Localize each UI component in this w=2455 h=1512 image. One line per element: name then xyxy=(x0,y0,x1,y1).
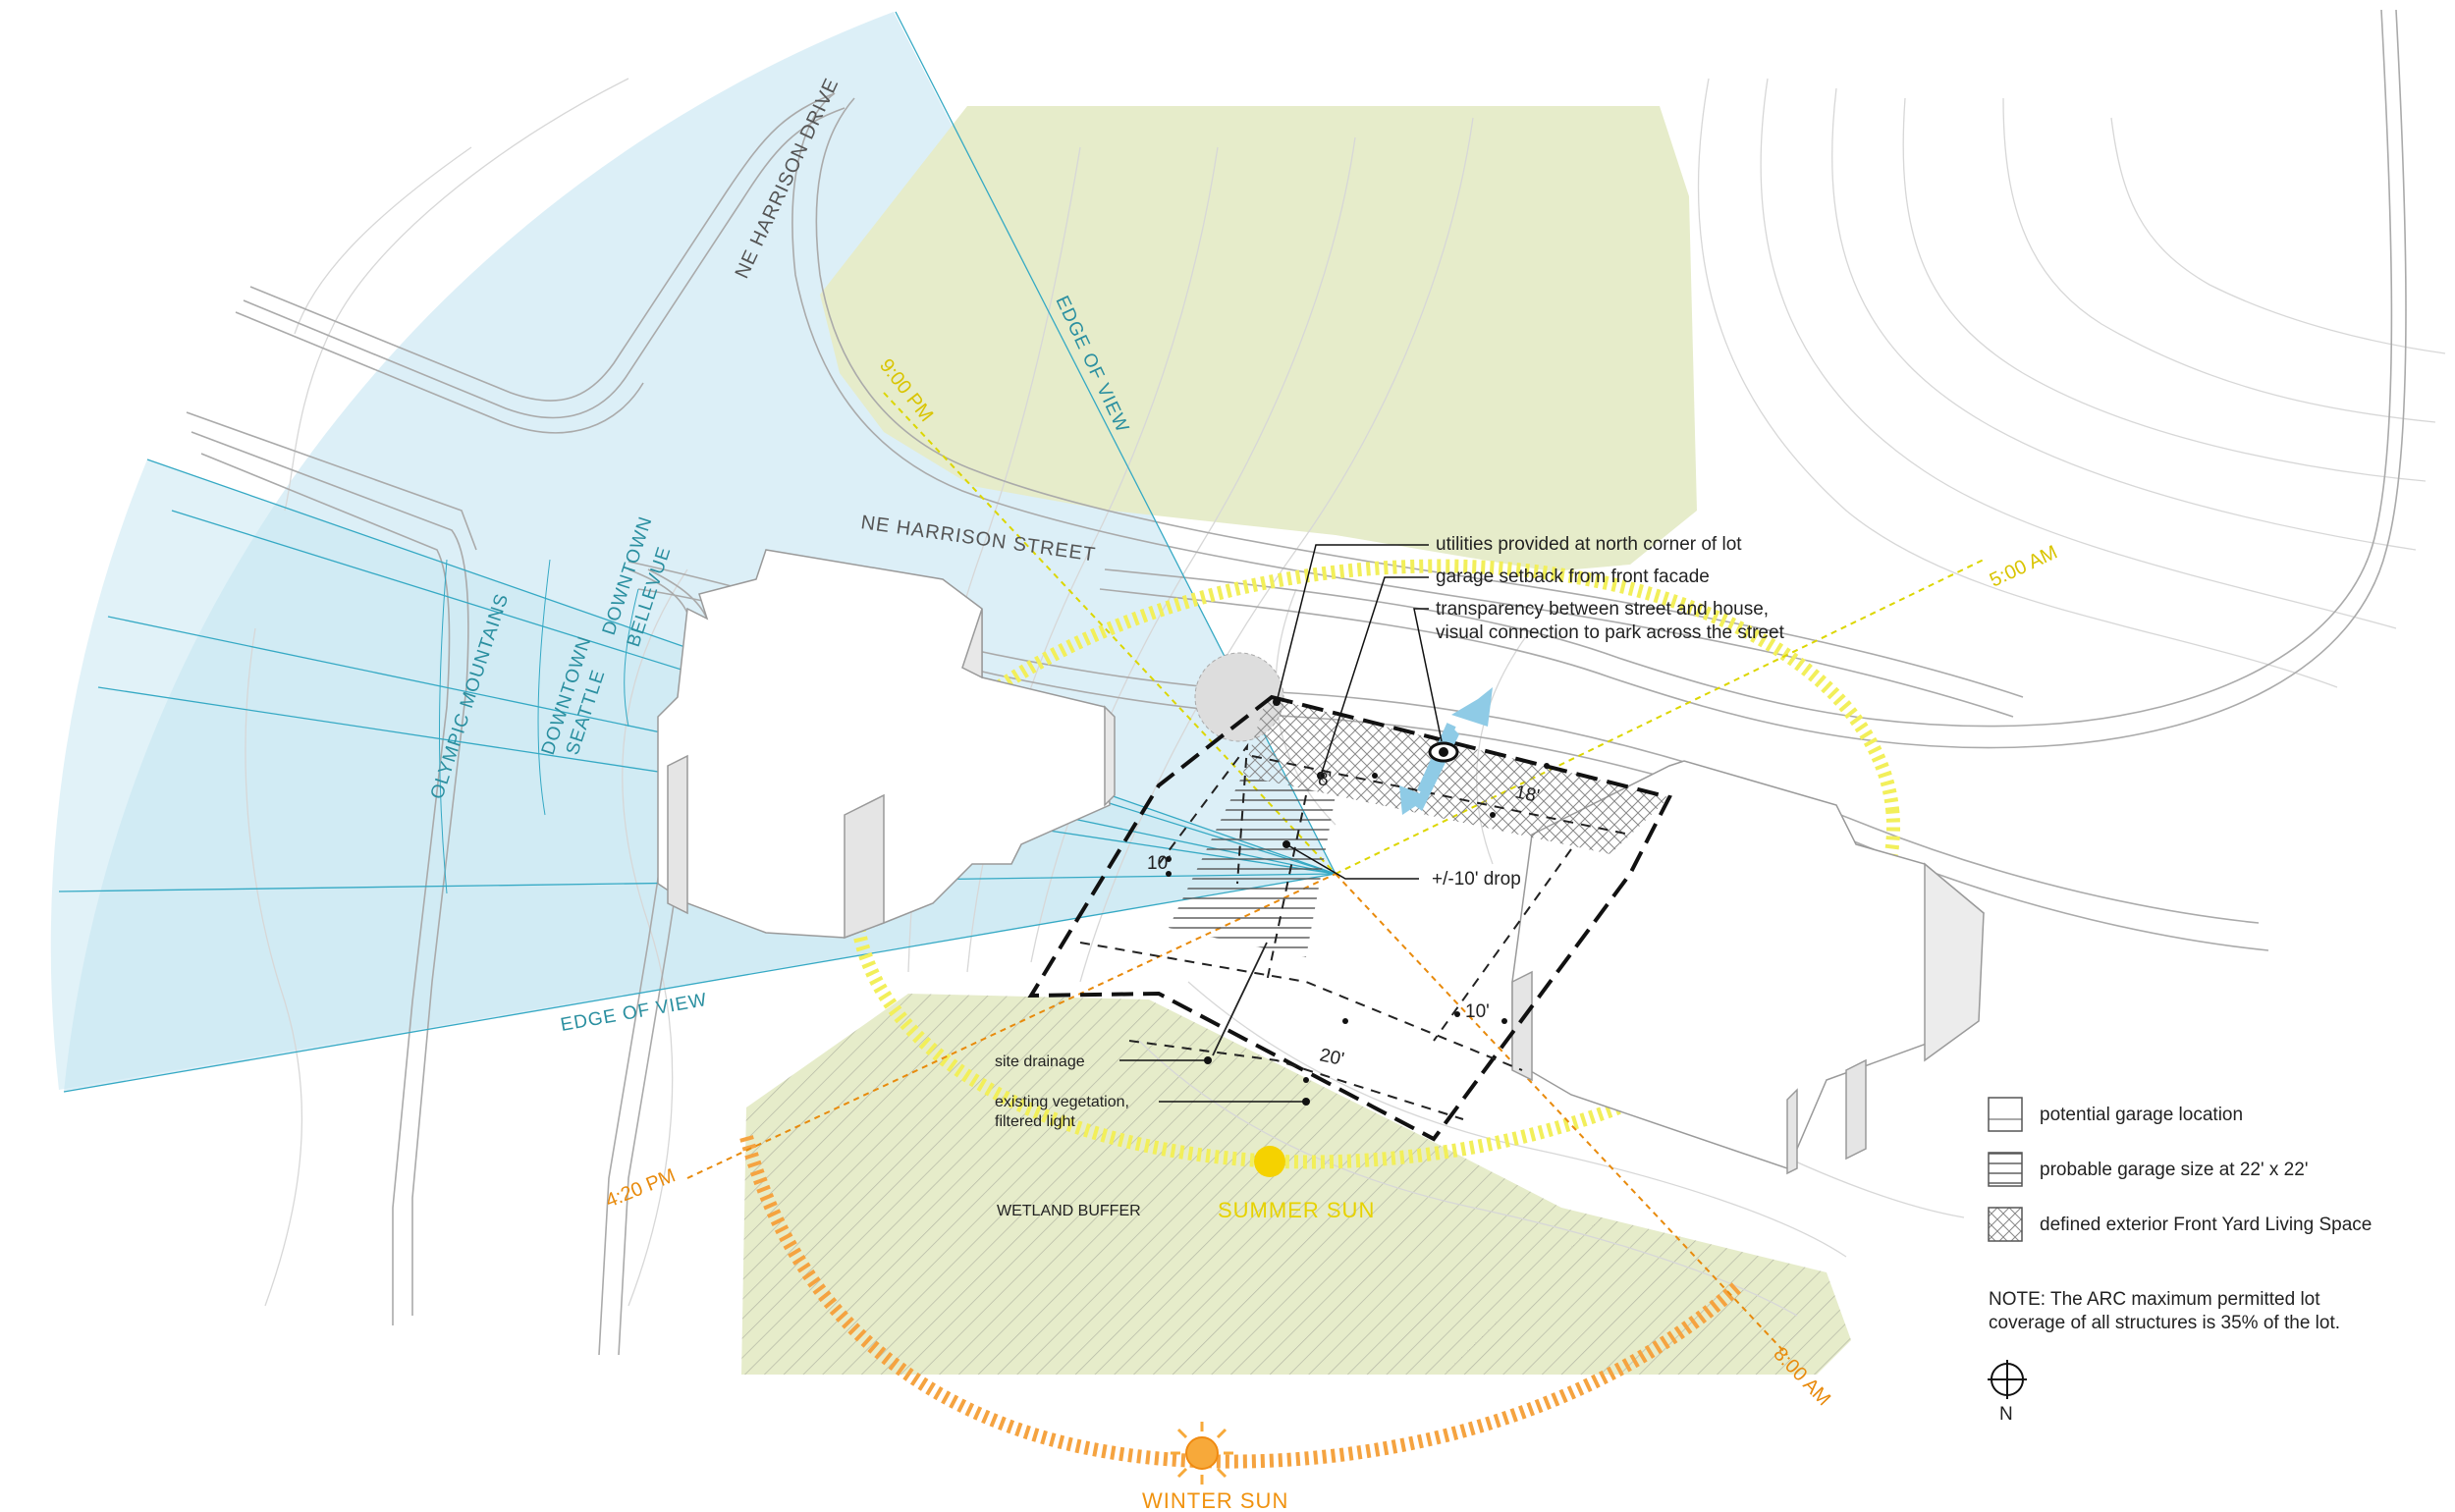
time-420pm-label: 4:20 PM xyxy=(603,1164,679,1212)
dim-10-right: 10' xyxy=(1465,1001,1490,1022)
coverage-note-1: NOTE: The ARC maximum permitted lot xyxy=(1989,1289,2320,1310)
neighbor-house-east xyxy=(1511,760,1985,1175)
legend: potential garage location probable garag… xyxy=(1988,1097,2372,1425)
dim-20: 20' xyxy=(1318,1045,1346,1070)
dim-18: 18' xyxy=(1513,782,1542,807)
summer-sun-icon xyxy=(1254,1146,1285,1177)
legend-label-garage-location: potential garage location xyxy=(2040,1105,2243,1125)
wetland-buffer-label: WETLAND BUFFER xyxy=(997,1203,1141,1219)
time-500am-label: 5:00 AM xyxy=(1987,542,2061,592)
park-area xyxy=(820,106,1697,571)
winter-sun-icon xyxy=(1171,1422,1233,1485)
legend-label-front-yard: defined exterior Front Yard Living Space xyxy=(2040,1215,2372,1235)
winter-sun-label: WINTER SUN xyxy=(1142,1488,1288,1512)
transparency-note-2: visual connection to park across the str… xyxy=(1436,622,1785,643)
annotation-dots xyxy=(1166,698,1550,1106)
dim-8: 8' xyxy=(1318,770,1332,790)
north-arrow-icon xyxy=(1988,1360,2027,1399)
neighbor-house-west xyxy=(657,549,1116,940)
front-yard-living-space xyxy=(1242,697,1669,854)
eye-icon xyxy=(1428,741,1459,763)
legend-swatch-garage-location xyxy=(1988,1097,2023,1132)
annotation-leaders xyxy=(1119,544,1443,1103)
site-drainage-note: site drainage xyxy=(995,1053,1085,1070)
utilities-note: utilities provided at north corner of lo… xyxy=(1436,534,1742,555)
garage-setback-note: garage setback from front facade xyxy=(1436,567,1710,587)
site-drainage-lines xyxy=(1212,942,1268,1056)
legend-label-garage-size: probable garage size at 22' x 22' xyxy=(2040,1160,2308,1180)
vegetation-note-1: existing vegetation, xyxy=(995,1094,1129,1110)
dim-10-left: 10' xyxy=(1147,853,1172,874)
vegetation-note-2: filtered light xyxy=(995,1113,1075,1130)
legend-swatch-front-yard xyxy=(1988,1207,2023,1242)
coverage-note-2: coverage of all structures is 35% of the… xyxy=(1989,1313,2340,1333)
legend-swatch-garage-size xyxy=(1988,1152,2023,1187)
summer-sun-label: SUMMER SUN xyxy=(1218,1198,1375,1222)
wetland-hatch xyxy=(741,994,1851,1375)
drop-note: +/-10' drop xyxy=(1432,869,1521,890)
setback-lines xyxy=(1079,742,1631,1120)
summer-sun-path xyxy=(848,559,1901,1169)
lot-boundary xyxy=(1027,694,1672,1142)
north-label: N xyxy=(1999,1404,2013,1425)
transparency-note-1: transparency between street and house, xyxy=(1436,599,1769,620)
probable-garage-footprint xyxy=(1169,776,1336,957)
